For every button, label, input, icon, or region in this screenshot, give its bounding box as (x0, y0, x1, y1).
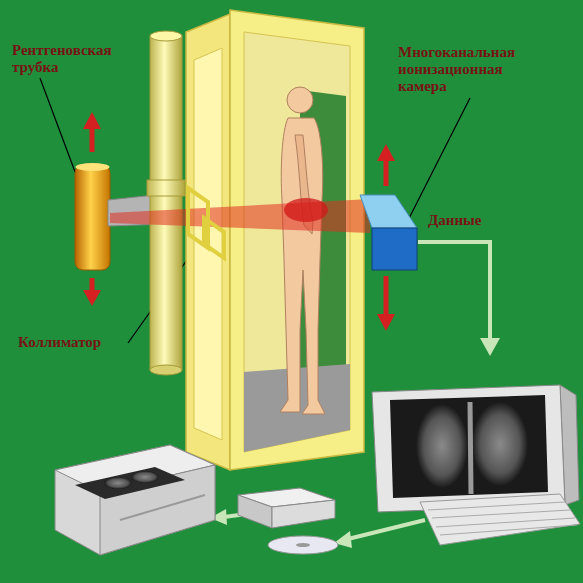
ionization-chamber (360, 195, 417, 228)
printer (55, 445, 215, 555)
stand-pole (147, 180, 185, 196)
x-ray-beam (110, 199, 370, 233)
keyboard (428, 502, 577, 535)
printer (120, 495, 205, 520)
stand-pole (150, 31, 182, 41)
monitor (472, 402, 528, 486)
cd-drive (268, 536, 338, 554)
x-ray-tube (76, 163, 110, 171)
red-motion-arrow (83, 290, 101, 306)
printer (55, 445, 215, 555)
cd-drive (296, 543, 310, 547)
patient-figure (280, 118, 325, 414)
stand-pole (147, 31, 185, 375)
booth (244, 32, 350, 452)
stand-pole (150, 36, 182, 370)
patient-figure (287, 87, 313, 113)
red-motion-arrow (377, 314, 395, 331)
keyboard (436, 518, 575, 527)
monitor (470, 402, 471, 494)
x-ray-tube (75, 165, 110, 270)
x-ray-beam (110, 198, 370, 233)
part-label: Многоканальная ионизационная камера (398, 44, 528, 95)
x-ray-tube (75, 163, 110, 270)
ionization-chamber (372, 228, 417, 270)
printer (75, 467, 185, 499)
red-motion-arrow (90, 278, 95, 292)
data-flow-arrow (480, 338, 500, 356)
keyboard (440, 525, 577, 535)
red-motion-arrow (83, 112, 101, 129)
monitor (372, 385, 579, 512)
ionization-chamber (360, 195, 417, 270)
part-label: Данные (428, 212, 518, 229)
keyboard (420, 494, 580, 545)
monitor (390, 395, 548, 498)
keyboard (420, 494, 580, 545)
part-label: Коллиматор (18, 334, 148, 351)
booth (230, 10, 364, 470)
patient-figure (280, 87, 325, 414)
collimator (204, 218, 224, 258)
part-label: Рентгеновская трубка (12, 42, 142, 76)
stand-pole (150, 365, 182, 375)
red-motion-arrow (384, 276, 389, 316)
red-motion-arrow (90, 126, 95, 152)
booth (186, 10, 364, 470)
printer (104, 477, 132, 489)
collimator (188, 188, 224, 258)
printer (131, 471, 159, 483)
cd-drive (272, 500, 335, 528)
cd-drive (238, 495, 272, 528)
x-ray-beam (284, 198, 328, 222)
red-motion-arrow (384, 158, 389, 186)
keyboard (428, 502, 565, 510)
data-flow-arrow (348, 520, 425, 539)
cd-drive (238, 488, 338, 554)
printer (100, 465, 215, 555)
red-motion-arrow (377, 144, 395, 161)
monitor (372, 385, 565, 512)
data-flow-arrow (418, 242, 490, 340)
monitor (416, 404, 468, 488)
booth (186, 14, 230, 470)
keyboard (432, 510, 570, 518)
